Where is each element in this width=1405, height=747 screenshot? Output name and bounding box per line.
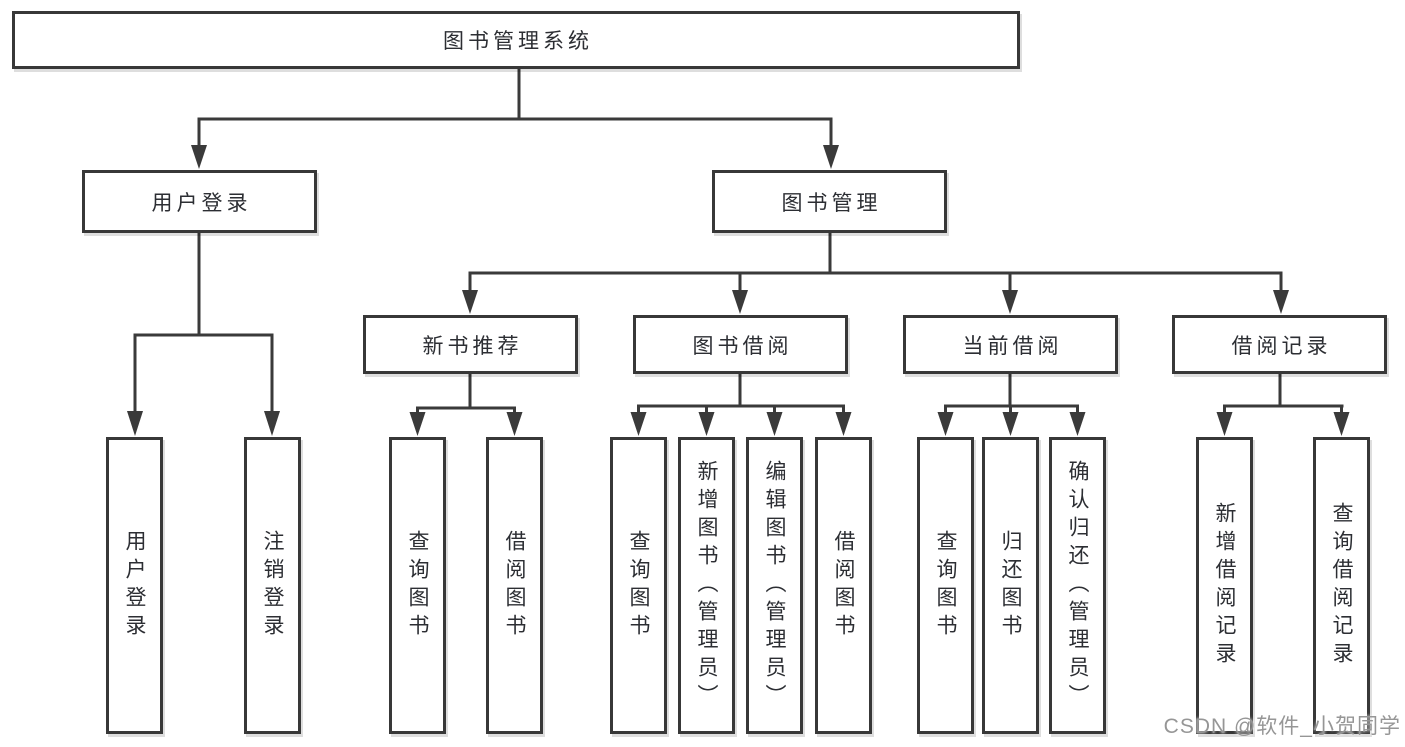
node-current-borrow: 当前借阅 xyxy=(903,315,1118,374)
leaf-label: 编辑图书（管理员） xyxy=(763,459,786,712)
leaf-label: 确认归还（管理员） xyxy=(1066,459,1089,712)
leaf-borrow-book: 借阅图书 xyxy=(486,437,543,734)
leaf-query-borrow-record: 查询借阅记录 xyxy=(1313,437,1370,734)
leaf-query-book: 查询图书 xyxy=(917,437,974,734)
leaf-label: 查询图书 xyxy=(627,529,650,642)
node-borrow-records: 借阅记录 xyxy=(1172,315,1387,374)
leaf-label: 查询借阅记录 xyxy=(1330,501,1353,670)
leaf-label: 新增借阅记录 xyxy=(1213,501,1236,670)
leaf-user-login: 用户登录 xyxy=(106,437,163,734)
leaf-label: 用户登录 xyxy=(123,529,146,642)
leaf-label: 借阅图书 xyxy=(832,529,855,642)
node-user-login: 用户登录 xyxy=(82,170,317,233)
node-book-management: 图书管理 xyxy=(712,170,947,233)
leaf-return-book: 归还图书 xyxy=(982,437,1039,734)
leaf-label: 新增图书（管理员） xyxy=(695,459,718,712)
leaf-label: 借阅图书 xyxy=(503,529,526,642)
leaf-label: 查询图书 xyxy=(934,529,957,642)
node-label: 新书推荐 xyxy=(422,334,523,358)
leaf-confirm-return-admin: 确认归还（管理员） xyxy=(1049,437,1106,734)
leaf-logout: 注销登录 xyxy=(244,437,301,734)
node-label: 图书管理 xyxy=(781,191,882,215)
arrow-down-icons xyxy=(127,145,1350,436)
leaf-query-book: 查询图书 xyxy=(610,437,667,734)
node-label: 借阅记录 xyxy=(1231,334,1332,358)
leaf-query-book: 查询图书 xyxy=(389,437,446,734)
csdn-watermark: CSDN @软件_小贺同学 xyxy=(1163,715,1401,738)
node-label: 图书管理系统 xyxy=(443,30,593,53)
node-label: 图书借阅 xyxy=(692,334,793,358)
node-new-book-recommend: 新书推荐 xyxy=(363,315,578,374)
node-root-library-system: 图书管理系统 xyxy=(12,11,1020,69)
leaf-add-book-admin: 新增图书（管理员） xyxy=(678,437,735,734)
leaf-label: 注销登录 xyxy=(261,529,284,642)
node-label: 用户登录 xyxy=(151,191,252,215)
leaf-label: 归还图书 xyxy=(999,529,1022,642)
node-label: 当前借阅 xyxy=(962,334,1063,358)
node-book-borrow: 图书借阅 xyxy=(633,315,848,374)
leaf-label: 查询图书 xyxy=(406,529,429,642)
leaf-borrow-book: 借阅图书 xyxy=(815,437,872,734)
leaf-edit-book-admin: 编辑图书（管理员） xyxy=(746,437,803,734)
leaf-add-borrow-record: 新增借阅记录 xyxy=(1196,437,1253,734)
